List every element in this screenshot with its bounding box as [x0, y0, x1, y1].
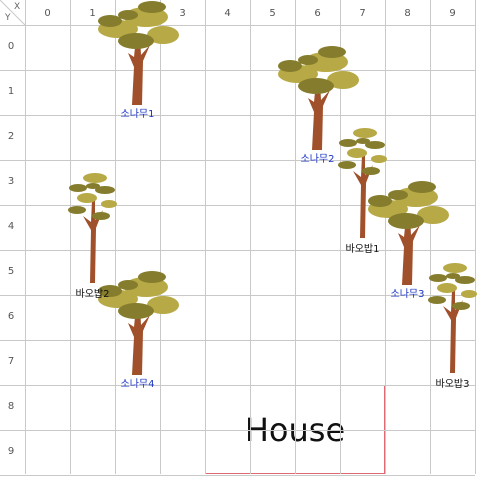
column-label: 1 [89, 8, 96, 19]
tree-baobab1-baobab-icon[interactable] [333, 125, 393, 244]
tree-pine2-pine-icon[interactable] [268, 42, 368, 156]
grid-line-horizontal [0, 340, 475, 341]
tree-label: 바오밥3 [435, 378, 470, 390]
grid-line-vertical [340, 0, 341, 474]
column-label: 5 [269, 8, 276, 19]
tree-label: 소나무1 [120, 108, 155, 120]
grid-line-vertical [430, 0, 431, 474]
grid-line-horizontal [0, 25, 475, 26]
tree-pine3-pine-icon[interactable] [358, 177, 458, 291]
column-label: 3 [179, 8, 186, 19]
row-label: 9 [7, 446, 15, 457]
tree-label: 바오밥1 [345, 243, 380, 255]
row-label: 0 [7, 41, 15, 52]
grid-line-vertical [250, 0, 251, 474]
grid-line-vertical [295, 0, 296, 474]
column-label: 9 [449, 8, 456, 19]
grid-line-vertical [25, 0, 26, 474]
column-label: 4 [224, 8, 231, 19]
row-label: 1 [7, 86, 15, 97]
tree-label: 바오밥2 [75, 288, 110, 300]
column-label: 7 [359, 8, 366, 19]
grid-line-horizontal [0, 295, 475, 296]
row-label: 6 [7, 311, 15, 322]
tree-pine4-pine-icon[interactable] [88, 267, 188, 381]
grid-line-horizontal [0, 250, 475, 251]
grid-line-vertical [475, 0, 476, 474]
row-label: 4 [7, 221, 15, 232]
axis-y-label: Y [5, 13, 11, 23]
grid-line-horizontal [0, 70, 475, 71]
grid-line-horizontal [0, 475, 475, 476]
grid-line-vertical [385, 0, 386, 474]
column-label: 0 [44, 8, 51, 19]
tree-label: 소나무2 [300, 153, 335, 165]
grid-line-horizontal [0, 430, 475, 431]
grid-line-horizontal [0, 205, 475, 206]
grid-line-vertical [160, 0, 161, 474]
row-label: 8 [7, 401, 15, 412]
row-label: 2 [7, 131, 15, 142]
grid-line-horizontal [0, 115, 475, 116]
column-label: 6 [314, 8, 321, 19]
row-label: 5 [7, 266, 15, 277]
corner-divider [0, 0, 25, 25]
tree-pine1-pine-icon[interactable] [88, 0, 188, 111]
column-label: 8 [404, 8, 411, 19]
grid-line-vertical [205, 0, 206, 474]
grid-line-vertical [115, 0, 116, 474]
tree-baobab3-baobab-icon[interactable] [423, 260, 483, 379]
row-label: 7 [7, 356, 15, 367]
grid-line-horizontal [0, 160, 475, 161]
row-label: 3 [7, 176, 15, 187]
axis-x-label: X [14, 2, 21, 12]
tree-label: 소나무4 [120, 378, 155, 390]
grid-line-vertical [70, 0, 71, 474]
grid-line-horizontal [0, 385, 475, 386]
tree-label: 소나무3 [390, 288, 425, 300]
tree-baobab2-baobab-icon[interactable] [63, 170, 123, 289]
